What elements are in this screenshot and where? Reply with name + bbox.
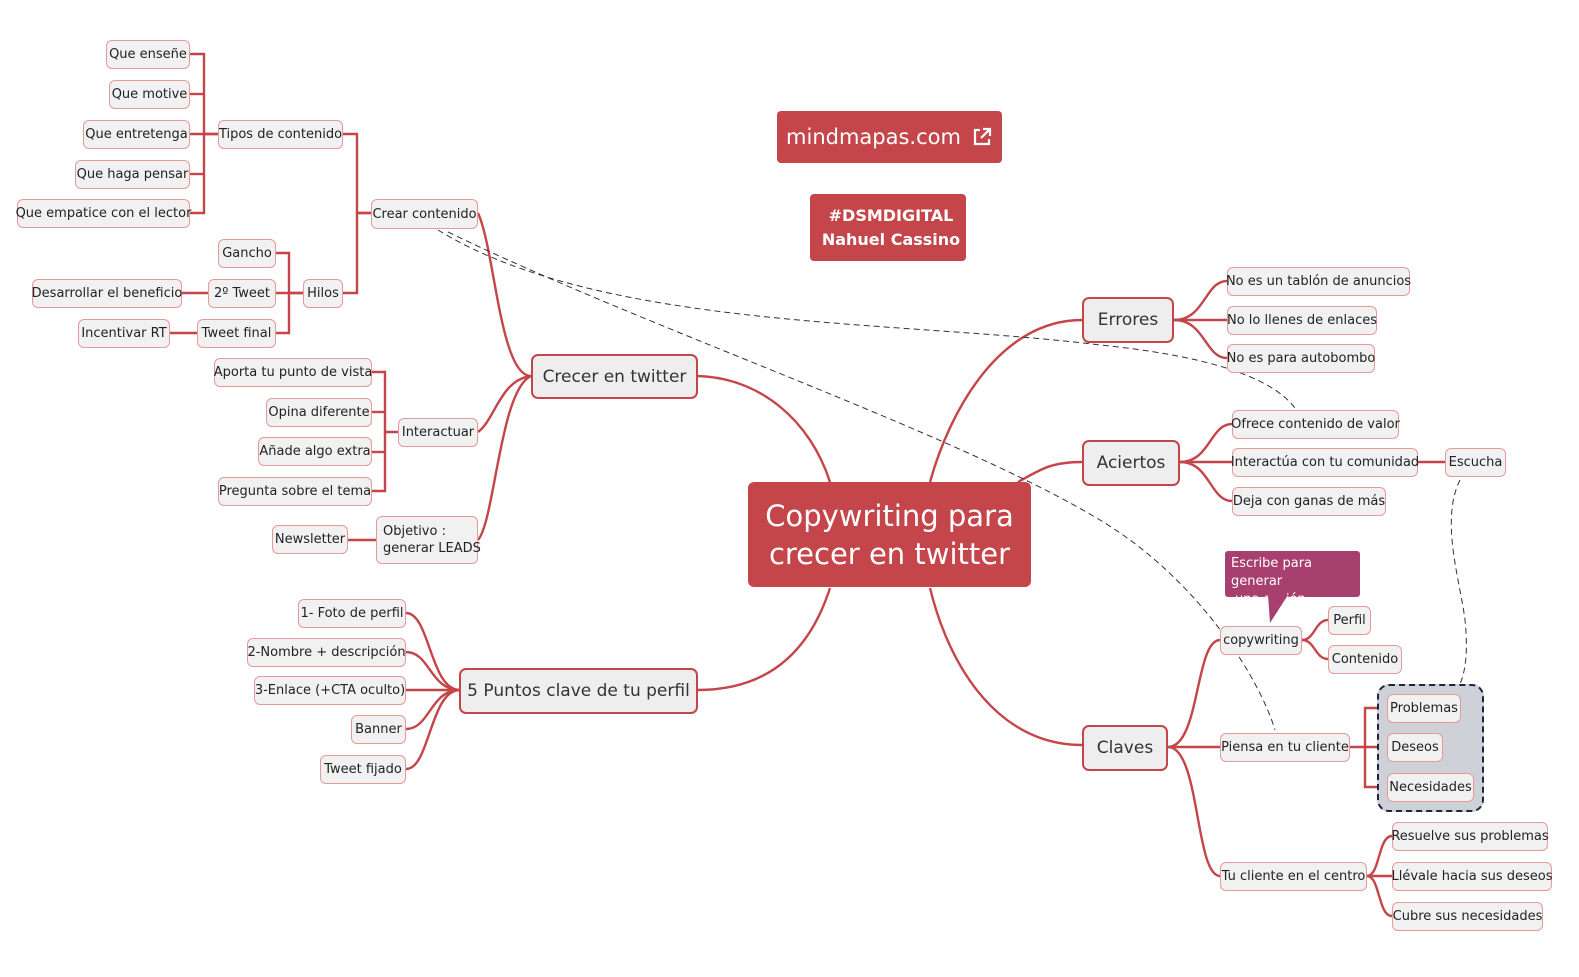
node-error-item[interactable]: No es un tablón de anuncios	[1226, 267, 1411, 296]
node-tipos-contenido[interactable]: Tipos de contenido	[218, 120, 343, 149]
node-tipo-item[interactable]: Que entretenga	[83, 120, 190, 149]
hashtag-label: #DSMDIGITAL	[828, 205, 954, 225]
node-crear-contenido[interactable]: Crear contenido	[371, 199, 478, 229]
node-newsletter[interactable]: Newsletter	[272, 525, 348, 554]
branch-perfil[interactable]: 5 Puntos clave de tu perfil	[459, 668, 698, 714]
node-escucha[interactable]: Escucha	[1445, 448, 1506, 477]
node-error-item[interactable]: No es para autobombo	[1227, 344, 1375, 373]
node-perfil-item[interactable]: 1- Foto de perfil	[298, 599, 406, 628]
callout-pointer	[1268, 595, 1288, 623]
node-incentivar-rt[interactable]: Incentivar RT	[78, 319, 170, 348]
node-desarrollar-beneficio[interactable]: Desarrollar el beneficio	[32, 279, 182, 308]
node-copywriting-item[interactable]: Contenido	[1328, 645, 1402, 674]
node-tipo-item[interactable]: Que empatice con el lector	[16, 199, 191, 228]
central-topic-line1: Copywriting para	[765, 498, 1014, 533]
node-copywriting[interactable]: copywriting	[1220, 626, 1302, 655]
node-piensa-item[interactable]: Problemas	[1387, 694, 1461, 723]
node-acierto-item[interactable]: Deja con ganas de más	[1232, 487, 1386, 516]
objetivo-line2: generar LEADS	[383, 541, 481, 556]
node-tweet-final[interactable]: Tweet final	[197, 319, 276, 348]
branch-crecer[interactable]: Crecer en twitter	[531, 354, 698, 399]
external-link-icon	[973, 127, 992, 146]
node-copywriting-item[interactable]: Perfil	[1328, 606, 1371, 635]
objetivo-line1: Objetivo :	[383, 524, 446, 539]
site-badge[interactable]: mindmapas.com	[777, 111, 1002, 163]
branch-claves[interactable]: Claves	[1082, 725, 1168, 771]
node-error-item[interactable]: No lo llenes de enlaces	[1227, 306, 1377, 335]
node-hilos[interactable]: Hilos	[303, 279, 343, 308]
node-interactuar-item[interactable]: Pregunta sobre el tema	[218, 477, 372, 506]
node-perfil-item[interactable]: Tweet fijado	[320, 755, 406, 784]
node-tipo-item[interactable]: Que enseñe	[106, 40, 190, 69]
callout-line1: Escribe para generar	[1231, 556, 1313, 589]
node-objetivo[interactable]: Objetivo : generar LEADS	[376, 516, 481, 564]
node-piensa-item[interactable]: Deseos	[1387, 733, 1443, 762]
node-acierto-item[interactable]: Interactúa con tu comunidad	[1231, 448, 1419, 477]
node-tipo-item[interactable]: Que motive	[109, 80, 190, 109]
callout-note: Escribe para generar una acción	[1225, 551, 1360, 607]
node-gancho[interactable]: Gancho	[218, 239, 276, 268]
node-interactuar[interactable]: Interactuar	[398, 418, 478, 447]
node-tipo-item[interactable]: Que haga pensar	[75, 160, 190, 189]
node-perfil-item[interactable]: 3-Enlace (+CTA oculto)	[254, 676, 406, 705]
node-segundo-tweet[interactable]: 2º Tweet	[208, 279, 276, 308]
node-acierto-item[interactable]: Ofrece contenido de valor	[1231, 410, 1400, 439]
node-piensa-item[interactable]: Necesidades	[1387, 773, 1474, 802]
node-piensa-cliente[interactable]: Piensa en tu cliente	[1220, 733, 1350, 762]
node-cliente-centro[interactable]: Tu cliente en el centro	[1220, 862, 1367, 891]
author-badge: #DSMDIGITAL Nahuel Cassino	[810, 194, 966, 261]
central-topic-line2: crecer en twitter	[768, 536, 1011, 571]
node-centro-item[interactable]: Resuelve sus problemas	[1391, 822, 1549, 851]
central-topic[interactable]: Copywriting para crecer en twitter	[748, 482, 1031, 587]
node-centro-item[interactable]: Cubre sus necesidades	[1392, 902, 1543, 931]
node-interactuar-item[interactable]: Aporta tu punto de vista	[214, 358, 372, 387]
node-centro-item[interactable]: Llévale hacia sus deseos	[1392, 862, 1553, 891]
node-perfil-item[interactable]: Banner	[351, 715, 406, 744]
node-interactuar-item[interactable]: Opina diferente	[266, 398, 372, 427]
node-interactuar-item[interactable]: Añade algo extra	[258, 437, 372, 466]
branch-aciertos[interactable]: Aciertos	[1082, 440, 1180, 486]
node-perfil-item[interactable]: 2-Nombre + descripción	[247, 638, 406, 667]
branch-errores[interactable]: Errores	[1082, 297, 1174, 343]
author-name: Nahuel Cassino	[821, 229, 961, 249]
site-link[interactable]: mindmapas.com	[786, 125, 961, 149]
